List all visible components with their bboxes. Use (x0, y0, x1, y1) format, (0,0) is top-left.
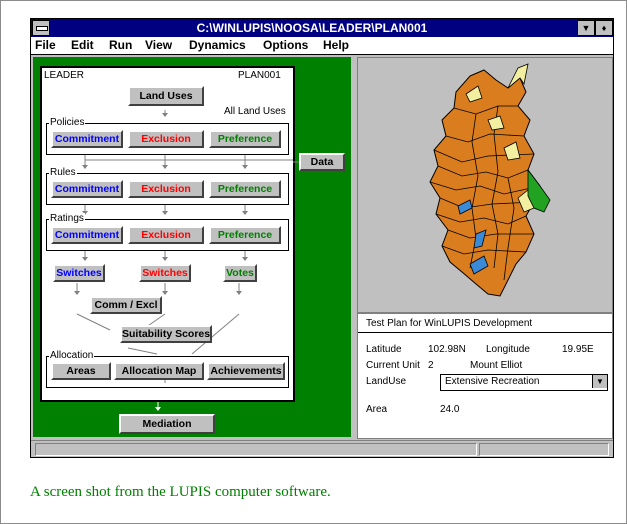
unit-info-panel: Test Plan for WinLUPIS Development Latit… (357, 313, 613, 439)
restore-button[interactable]: ♦ (595, 20, 613, 36)
status-bar (31, 440, 613, 457)
all-land-uses-label: All Land Uses (224, 106, 286, 117)
menu-edit[interactable]: Edit (71, 38, 94, 52)
rules-group (46, 173, 289, 205)
policies-label: Policies (49, 117, 86, 128)
switches-commitment-button[interactable]: Switches (53, 264, 105, 282)
menu-run[interactable]: Run (109, 38, 133, 52)
system-menu-icon[interactable] (32, 20, 50, 36)
ratings-exclusion-button[interactable]: Exclusion (128, 226, 204, 244)
current-unit-value: 2 (428, 360, 434, 371)
votes-button[interactable]: Votes (223, 264, 257, 282)
allocation-label: Allocation (49, 350, 95, 361)
window-title: C:\WINLUPIS\NOOSA\LEADER\PLAN001 (196, 21, 428, 35)
policies-exclusion-button[interactable]: Exclusion (128, 130, 204, 148)
allocation-map-button[interactable]: Allocation Map (114, 362, 204, 380)
current-unit-label: Current Unit (366, 360, 420, 371)
latitude-label: Latitude (366, 344, 402, 355)
figure-caption: A screen shot from the LUPIS computer so… (30, 484, 331, 500)
data-connector (155, 161, 299, 411)
minimize-button[interactable]: ▼ (577, 20, 595, 36)
status-field-main (35, 443, 477, 456)
switches-exclusion-button[interactable]: Switches (139, 264, 191, 282)
landuse-label: LandUse (366, 376, 407, 387)
ratings-preference-button[interactable]: Preference (209, 226, 281, 244)
plan-label: PLAN001 (238, 70, 281, 81)
landuse-select[interactable]: Extensive Recreation ▼ (440, 374, 608, 391)
menu-options[interactable]: Options (263, 38, 309, 52)
menu-dynamics[interactable]: Dynamics (189, 38, 246, 52)
ratings-commitment-button[interactable]: Commitment (51, 226, 123, 244)
achievements-button[interactable]: Achievements (207, 362, 285, 380)
ratings-group (46, 219, 289, 251)
workflow-pane: LEADER PLAN001 Land Uses All Land Uses P… (33, 57, 351, 437)
rules-commitment-button[interactable]: Commitment (51, 180, 123, 198)
land-unit-map[interactable] (358, 58, 612, 312)
allocation-group (46, 356, 289, 388)
unit-name: Mount Elliot (470, 360, 523, 371)
longitude-value: 19.95E (562, 344, 594, 355)
areas-button[interactable]: Areas (51, 362, 111, 380)
title-bar[interactable]: C:\WINLUPIS\NOOSA\LEADER\PLAN001 ▼ ♦ (31, 19, 613, 37)
suitability-scores-button[interactable]: Suitability Scores (120, 325, 212, 343)
map-view[interactable] (357, 57, 613, 313)
data-button[interactable]: Data (299, 153, 345, 171)
plan-description-header: Test Plan for WinLUPIS Development (358, 314, 612, 333)
menu-help[interactable]: Help (323, 38, 350, 52)
rules-exclusion-button[interactable]: Exclusion (128, 180, 204, 198)
menu-bar: File Edit Run View Dynamics Options Help (31, 37, 613, 55)
rules-label: Rules (49, 167, 77, 178)
menu-file[interactable]: File (35, 38, 56, 52)
longitude-label: Longitude (486, 344, 530, 355)
workflow-diagram: LEADER PLAN001 Land Uses All Land Uses P… (40, 66, 295, 402)
client-area: LEADER PLAN001 Land Uses All Land Uses P… (31, 55, 613, 439)
policies-group (46, 123, 289, 155)
dropdown-arrow-icon[interactable]: ▼ (592, 375, 607, 388)
app-window: C:\WINLUPIS\NOOSA\LEADER\PLAN001 ▼ ♦ Fil… (30, 18, 614, 458)
policies-commitment-button[interactable]: Commitment (51, 130, 123, 148)
mediation-button[interactable]: Mediation (119, 414, 215, 434)
ratings-label: Ratings (49, 213, 85, 224)
comm-excl-button[interactable]: Comm / Excl (90, 296, 162, 314)
area-value: 24.0 (440, 404, 460, 415)
landuse-selected-value: Extensive Recreation (445, 376, 540, 387)
land-uses-button[interactable]: Land Uses (128, 86, 204, 106)
status-field-aux (479, 443, 609, 456)
plan-description: Test Plan for WinLUPIS Development (366, 318, 533, 329)
rules-preference-button[interactable]: Preference (209, 180, 281, 198)
latitude-value: 102.98N (428, 344, 466, 355)
area-label: Area (366, 404, 388, 415)
policies-preference-button[interactable]: Preference (209, 130, 281, 148)
model-label: LEADER (44, 70, 85, 81)
menu-view[interactable]: View (145, 38, 173, 52)
